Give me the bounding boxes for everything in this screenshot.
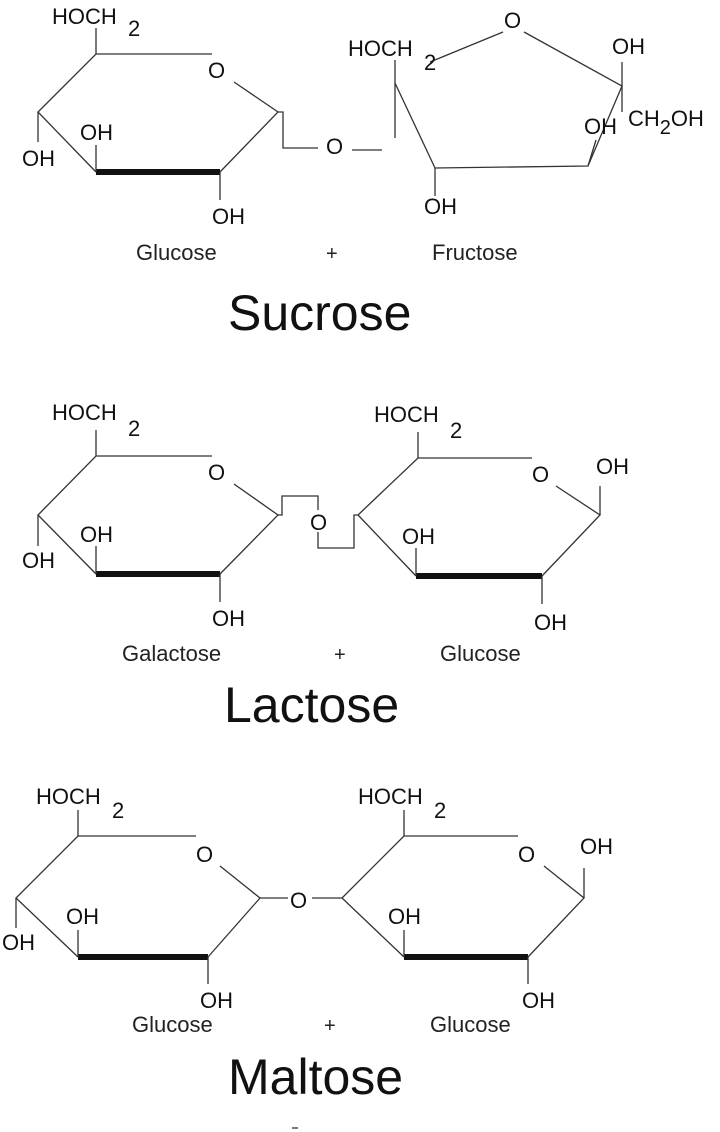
hydroxyl-label: OH	[402, 524, 435, 549]
glycosidic-bond	[317, 514, 358, 549]
hydroxyl-label: OH	[212, 606, 245, 631]
hydroxyl-label: OH	[80, 120, 113, 145]
plus-sign: +	[334, 644, 346, 666]
maltose-glucose-ring-2: HOCH 2 O OH OH OH	[341, 784, 613, 1013]
subscript-2: 2	[424, 50, 436, 75]
unit-name-galactose: Galactose	[122, 641, 221, 666]
plus-sign: +	[326, 243, 338, 265]
unit-name-glucose: Glucose	[440, 641, 521, 666]
hydroxyl-label: OH	[612, 34, 645, 59]
ring-bonds	[37, 455, 212, 575]
title-lactose: Lactose	[224, 677, 399, 733]
hydroxyl-label: OH	[580, 834, 613, 859]
ring-bonds	[429, 31, 504, 63]
hydroxyl-label: OH	[522, 988, 555, 1013]
ring-oxygen-label: O	[532, 462, 549, 487]
subscript-2: 2	[450, 418, 462, 443]
ring-bonds-right	[541, 485, 602, 577]
hydroxyl-label: OH	[388, 904, 421, 929]
hydroxyl-label: OH	[534, 610, 567, 635]
ring-oxygen-label: O	[196, 842, 213, 867]
subscript-2: 2	[434, 798, 446, 823]
hoch2-label: HOCH	[348, 36, 413, 61]
unit-name-fructose: Fructose	[432, 240, 518, 265]
unit-name-glucose: Glucose	[430, 1012, 511, 1037]
glycosidic-bond	[278, 495, 319, 516]
ring-oxygen-label: O	[504, 8, 521, 33]
hydroxyl-label: OH	[22, 146, 55, 171]
hydroxyl-label: OH	[22, 548, 55, 573]
hydroxyl-label: OH	[596, 454, 629, 479]
title-maltose: Maltose	[228, 1049, 403, 1105]
hydroxyl-label: OH	[2, 930, 35, 955]
maltose-structure: HOCH 2 O OH OH OH O HOCH 2 O OH OH OH	[2, 784, 613, 1129]
subscript-2: 2	[128, 416, 140, 441]
ring-bonds	[37, 53, 212, 173]
lactose-glucose-ring: HOCH 2 O OH OH OH	[357, 402, 629, 635]
title-sucrose: Sucrose	[228, 285, 411, 341]
lactose-structure: HOCH 2 O OH OH OH O HOCH 2 O OH OH OH	[22, 400, 629, 733]
bridge-oxygen-label: O	[290, 888, 307, 913]
sucrose-structure: HOCH 2 O OH OH OH O HOCH 2 O OH OH CH2OH…	[22, 4, 704, 341]
ring-bonds	[15, 835, 196, 958]
hoch2-label: HOCH	[52, 4, 117, 29]
hydroxyl-label: OH	[584, 114, 617, 139]
hoch2-label: HOCH	[36, 784, 101, 809]
bridge-oxygen-label: O	[326, 134, 343, 159]
ring-bonds-right	[219, 483, 280, 575]
ch2oh-label: CH2OH	[628, 106, 704, 139]
sucrose-glucose-ring: HOCH 2 O OH OH OH O	[22, 4, 382, 229]
bridge-oxygen-label: O	[310, 510, 327, 535]
ring-oxygen-label: O	[518, 842, 535, 867]
hoch2-label: HOCH	[374, 402, 439, 427]
ring-oxygen-label: O	[208, 460, 225, 485]
hoch2-label: HOCH	[358, 784, 423, 809]
subscript-2: 2	[112, 798, 124, 823]
unit-name-glucose: Glucose	[136, 240, 217, 265]
substituent-bond	[587, 139, 597, 167]
sucrose-fructose-ring: HOCH 2 O OH OH CH2OH OH	[348, 8, 704, 219]
ring-bonds	[341, 835, 518, 958]
hydroxyl-label: OH	[424, 194, 457, 219]
unit-name-glucose: Glucose	[132, 1012, 213, 1037]
hydroxyl-label: OH	[212, 204, 245, 229]
maltose-glucose-ring-1: HOCH 2 O OH OH OH	[2, 784, 261, 1013]
subscript-2: 2	[128, 16, 140, 41]
ring-oxygen-label: O	[208, 58, 225, 83]
ring-bonds-right	[527, 865, 585, 958]
ring-bonds	[357, 457, 532, 577]
lactose-galactose-ring: HOCH 2 O OH OH OH	[22, 400, 280, 631]
plus-sign: +	[324, 1015, 336, 1037]
hydroxyl-label: OH	[66, 904, 99, 929]
ring-bonds-right	[207, 865, 261, 958]
ring-bonds-right	[219, 81, 280, 173]
glycosidic-bond	[278, 111, 318, 149]
hydroxyl-label: OH	[80, 522, 113, 547]
hydroxyl-label: OH	[200, 988, 233, 1013]
hoch2-label: HOCH	[52, 400, 117, 425]
